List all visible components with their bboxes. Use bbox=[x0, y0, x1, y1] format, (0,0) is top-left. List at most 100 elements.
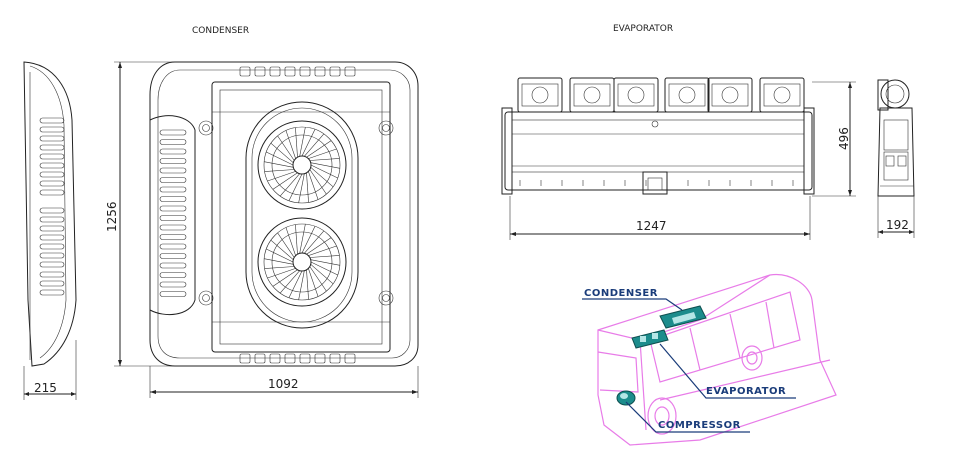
side-vent-slot bbox=[39, 117, 65, 124]
top-edge-slot bbox=[314, 66, 326, 77]
bottom-edge-slot bbox=[344, 353, 356, 364]
blower-housing bbox=[759, 77, 805, 113]
fan-blade bbox=[264, 169, 295, 172]
grille-slot bbox=[159, 291, 187, 297]
grille-slot bbox=[159, 281, 187, 288]
bottom-edge-slot bbox=[239, 353, 251, 364]
condenser-title: CONDENSER bbox=[192, 26, 249, 36]
side-vent-slot bbox=[39, 171, 65, 178]
top-edge-slot bbox=[254, 66, 266, 77]
top-edge-slot bbox=[284, 66, 296, 77]
side-vent-slot bbox=[39, 289, 65, 296]
blower-housing bbox=[664, 77, 710, 113]
evaporator-front-view: 496 1247 bbox=[501, 77, 856, 240]
fan-blade bbox=[308, 171, 319, 200]
blower-housing bbox=[569, 77, 615, 113]
fan-blade bbox=[309, 158, 340, 161]
grille-slot bbox=[159, 262, 187, 269]
blower-wheel bbox=[627, 86, 645, 104]
bolt-inner bbox=[382, 294, 390, 302]
grille-slot bbox=[159, 158, 187, 164]
dim-evaporator-depth: 192 bbox=[886, 218, 909, 232]
fan-blade bbox=[285, 130, 296, 159]
side-vent-slot bbox=[39, 280, 65, 287]
fan-blade bbox=[285, 227, 296, 256]
fan-blade bbox=[299, 127, 306, 157]
side-vent-slot bbox=[39, 216, 65, 223]
blower-wheel bbox=[583, 86, 601, 104]
fan-blade bbox=[308, 268, 319, 297]
condenser-side-view: 215 bbox=[23, 61, 77, 400]
grille-slot bbox=[159, 129, 187, 136]
bottom-edge-slot bbox=[269, 353, 281, 364]
fan-blade bbox=[272, 172, 298, 190]
blower-wheel bbox=[531, 86, 549, 104]
condenser-fan-upper bbox=[257, 120, 347, 210]
side-vent-slot bbox=[39, 153, 65, 160]
top-edge-slot bbox=[299, 66, 311, 77]
blower-inner bbox=[668, 83, 706, 107]
grille-slot bbox=[159, 167, 187, 174]
fan-ring-outer bbox=[257, 120, 347, 210]
side-vent-slot bbox=[39, 144, 65, 151]
blower-housing bbox=[707, 77, 753, 113]
dim-condenser-height: 1256 bbox=[105, 201, 119, 232]
fan-blade bbox=[306, 237, 332, 255]
fan-blade bbox=[309, 255, 340, 258]
grille-slot bbox=[159, 243, 187, 250]
dim-condenser-width: 1092 bbox=[268, 377, 299, 391]
grille-slot bbox=[159, 196, 187, 202]
blower-inner bbox=[711, 83, 749, 107]
bottom-edge-slot bbox=[314, 353, 326, 364]
bolt-outer bbox=[198, 290, 214, 306]
blower-housing bbox=[517, 77, 563, 113]
fan-blade bbox=[310, 164, 338, 179]
fan-ring-inner bbox=[271, 231, 333, 293]
grille-slot bbox=[159, 224, 187, 231]
bus-label-condenser: CONDENSER bbox=[584, 288, 658, 299]
bolt-inner bbox=[382, 124, 390, 132]
fan-blade bbox=[310, 162, 340, 169]
side-vent-slot bbox=[39, 243, 65, 250]
side-vent-slot bbox=[39, 252, 65, 259]
grille-slot bbox=[159, 215, 187, 221]
side-vent-slot bbox=[39, 126, 65, 133]
fan-blade bbox=[288, 270, 303, 298]
fan-blade bbox=[272, 269, 298, 287]
fan-ring bbox=[263, 126, 341, 204]
fan-blade bbox=[279, 173, 300, 197]
bus-evaporator-unit bbox=[631, 329, 669, 349]
fan-blade bbox=[309, 266, 327, 292]
blower-inner bbox=[617, 83, 655, 107]
bolt-inner bbox=[202, 294, 210, 302]
fan-ring-inner bbox=[271, 134, 333, 196]
bolt-outer bbox=[378, 120, 394, 136]
bottom-edge-slot bbox=[254, 353, 266, 364]
fan-blade bbox=[270, 239, 294, 260]
dim-evaporator-width: 1247 bbox=[636, 219, 667, 233]
grille-slot bbox=[159, 148, 187, 155]
side-vent-slot bbox=[39, 207, 65, 214]
grille-slot bbox=[159, 186, 187, 193]
grille-slot bbox=[159, 205, 187, 212]
bolt-outer bbox=[378, 290, 394, 306]
condenser-fan-lower bbox=[257, 217, 347, 307]
top-edge-slot bbox=[329, 66, 341, 77]
fan-blade bbox=[270, 142, 294, 163]
side-vent-slot bbox=[39, 135, 65, 142]
side-vent-slot bbox=[39, 180, 65, 187]
bottom-edge-slot bbox=[329, 353, 341, 364]
condenser-top-view: 1092 bbox=[149, 61, 419, 398]
condenser-height-dimension: 1256 bbox=[105, 61, 175, 367]
grille-slot bbox=[159, 234, 187, 240]
fan-blade bbox=[304, 133, 325, 157]
blower-wheel bbox=[721, 86, 739, 104]
bus-compressor-unit bbox=[616, 390, 636, 406]
blower-wheel bbox=[773, 86, 791, 104]
fan-blade bbox=[310, 264, 334, 285]
blower-housing bbox=[613, 77, 659, 113]
fan-blade bbox=[304, 230, 325, 254]
top-edge-slot bbox=[239, 66, 251, 77]
